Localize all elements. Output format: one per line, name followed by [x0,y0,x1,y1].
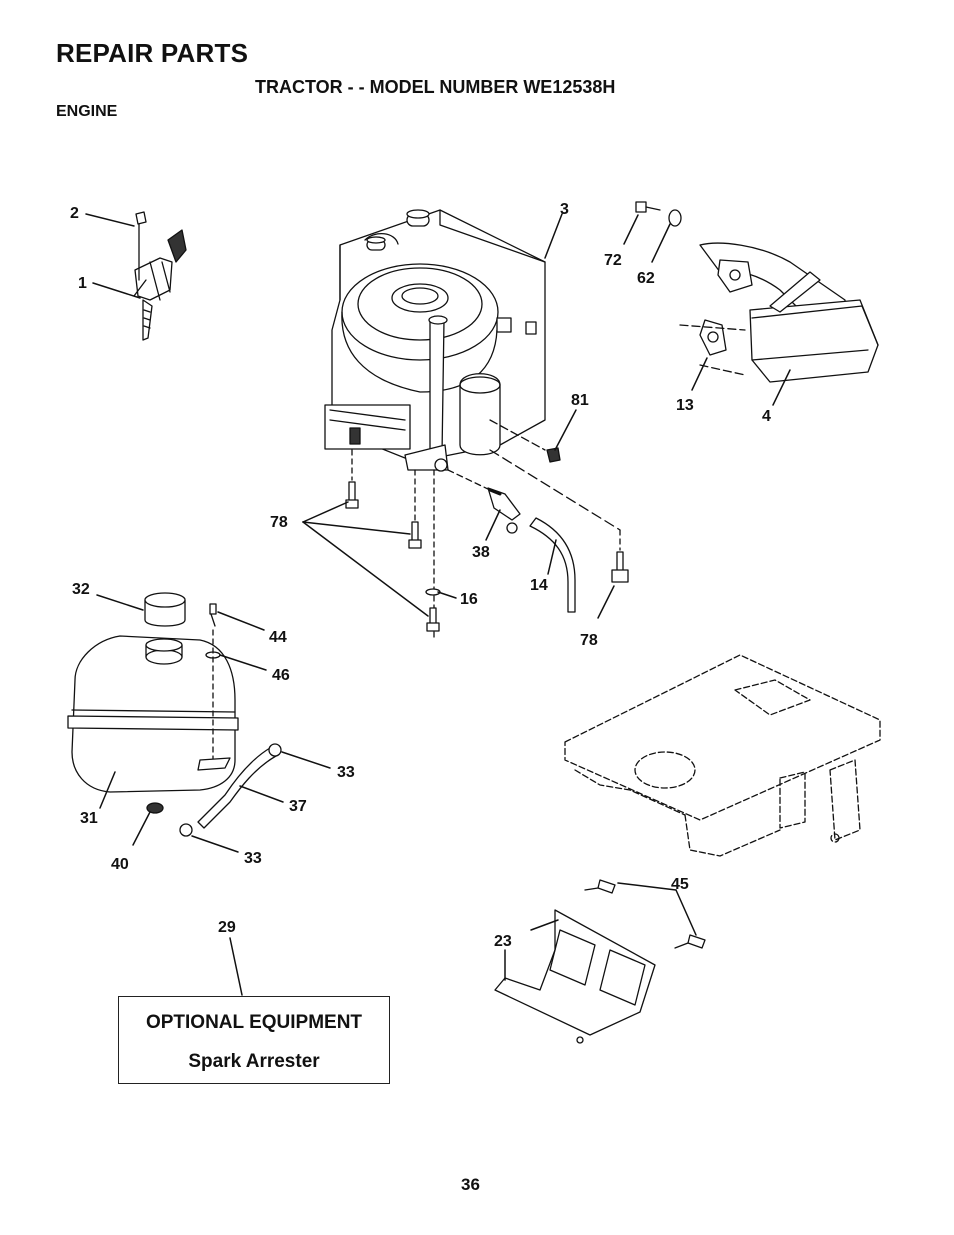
leader-lines [85,213,791,996]
callout-1: 1 [78,275,87,292]
heat-shield-drawing [494,879,706,1044]
throttle-control-drawing [133,211,187,341]
callout-4: 4 [762,408,771,425]
page-title: REPAIR PARTS [56,38,249,68]
callout-45: 45 [671,876,689,893]
callout-33-top: 33 [337,764,355,781]
callout-3: 3 [560,201,569,218]
callout-40: 40 [111,856,129,873]
muffler-drawing [635,201,879,383]
page-number: 36 [461,1175,480,1194]
chassis-frame-drawing [564,654,881,857]
callout-37: 37 [289,798,307,815]
callout-44: 44 [269,629,287,646]
callout-29: 29 [218,919,236,936]
callout-78-right: 78 [580,632,598,649]
callout-14: 14 [530,577,548,594]
engine-hardware-drawing [345,419,629,641]
callout-31: 31 [80,810,98,827]
callout-72: 72 [604,252,622,269]
callout-62: 62 [637,270,655,287]
callout-13: 13 [676,397,694,414]
model-line: TRACTOR - - MODEL NUMBER WE12538H [255,77,616,97]
callout-2: 2 [70,205,79,222]
optional-equipment-box: OPTIONAL EQUIPMENT Spark Arrester [118,996,390,1084]
callout-23: 23 [494,933,512,950]
callout-78-left: 78 [270,514,288,531]
optional-equipment-title: OPTIONAL EQUIPMENT [145,1012,363,1033]
engine-drawing [324,209,546,472]
fuel-tank-drawing [67,592,282,837]
callout-81: 81 [571,392,589,409]
section-label: ENGINE [56,103,118,120]
callout-38: 38 [472,544,490,561]
callout-numbers: 2 1 3 72 62 13 4 81 78 38 16 14 78 32 44… [70,201,771,950]
callout-46: 46 [272,667,290,684]
callout-32: 32 [72,581,90,598]
callout-33-bottom: 33 [244,850,262,867]
callout-16: 16 [460,591,478,608]
optional-equipment-item: Spark Arrester [188,1051,320,1072]
